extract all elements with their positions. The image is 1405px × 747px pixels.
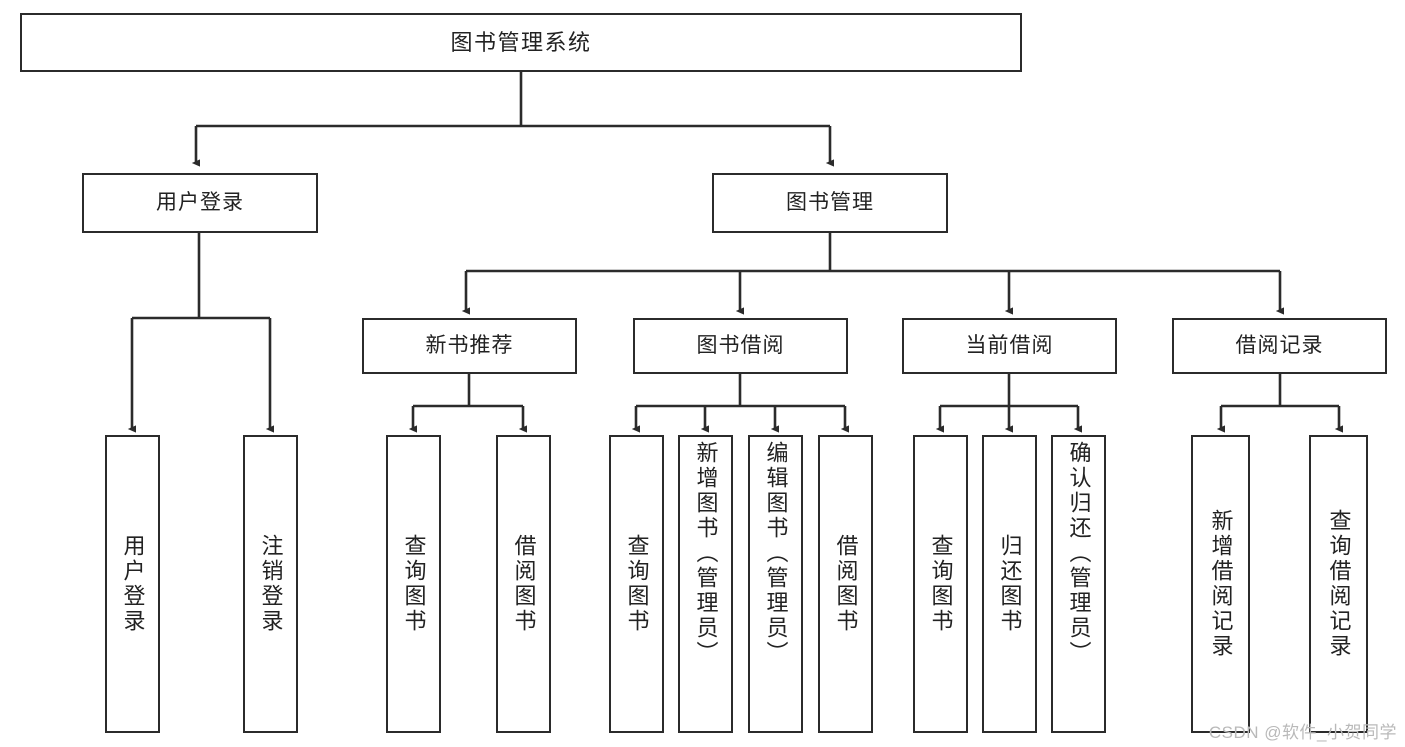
node-root-book-management-system[interactable]: 图书管理系统 (20, 13, 1022, 72)
node-label: 注销登录 (258, 534, 284, 634)
leaf-edit-book-admin[interactable]: 编辑图书（管理员） (748, 435, 803, 733)
node-label: 新书推荐 (425, 333, 514, 357)
leaf-query-book-current[interactable]: 查询图书 (913, 435, 968, 733)
node-label: 新增图书（管理员） (693, 441, 719, 666)
node-label: 当前借阅 (965, 333, 1054, 357)
leaf-query-borrow-record[interactable]: 查询借阅记录 (1309, 435, 1368, 733)
leaf-return-book[interactable]: 归还图书 (982, 435, 1037, 733)
node-label: 借阅图书 (511, 534, 537, 634)
node-label: 借阅记录 (1235, 333, 1324, 357)
node-label: 查询图书 (401, 534, 427, 634)
node-current-borrowing[interactable]: 当前借阅 (902, 318, 1117, 374)
leaf-add-borrow-record[interactable]: 新增借阅记录 (1191, 435, 1250, 733)
node-label: 查询借阅记录 (1326, 509, 1352, 659)
leaf-user-login[interactable]: 用户登录 (105, 435, 160, 733)
leaf-borrow-book-recommend[interactable]: 借阅图书 (496, 435, 551, 733)
node-label: 用户登录 (156, 190, 244, 214)
leaf-confirm-return-admin[interactable]: 确认归还（管理员） (1051, 435, 1106, 733)
leaf-logout[interactable]: 注销登录 (243, 435, 298, 733)
node-user-login[interactable]: 用户登录 (82, 173, 318, 233)
node-new-book-recommendation[interactable]: 新书推荐 (362, 318, 577, 374)
csdn-watermark: CSDN @软件_小贺同学 (1208, 723, 1397, 742)
node-label: 图书管理 (786, 190, 874, 214)
node-label: 新增借阅记录 (1208, 509, 1234, 659)
leaf-borrow-book[interactable]: 借阅图书 (818, 435, 873, 733)
node-label: 图书管理系统 (450, 29, 592, 55)
node-label: 图书借阅 (696, 333, 785, 357)
leaf-query-book-borrow[interactable]: 查询图书 (609, 435, 664, 733)
node-label: 确认归还（管理员） (1066, 441, 1092, 666)
leaf-query-book-recommend[interactable]: 查询图书 (386, 435, 441, 733)
node-label: 查询图书 (928, 534, 954, 634)
leaf-add-book-admin[interactable]: 新增图书（管理员） (678, 435, 733, 733)
node-label: 归还图书 (997, 534, 1023, 634)
node-label: 编辑图书（管理员） (763, 441, 789, 666)
node-label: 借阅图书 (833, 534, 859, 634)
node-borrowing-records[interactable]: 借阅记录 (1172, 318, 1387, 374)
node-book-management[interactable]: 图书管理 (712, 173, 948, 233)
node-label: 用户登录 (120, 534, 146, 634)
node-book-borrowing[interactable]: 图书借阅 (633, 318, 848, 374)
node-label: 查询图书 (624, 534, 650, 634)
